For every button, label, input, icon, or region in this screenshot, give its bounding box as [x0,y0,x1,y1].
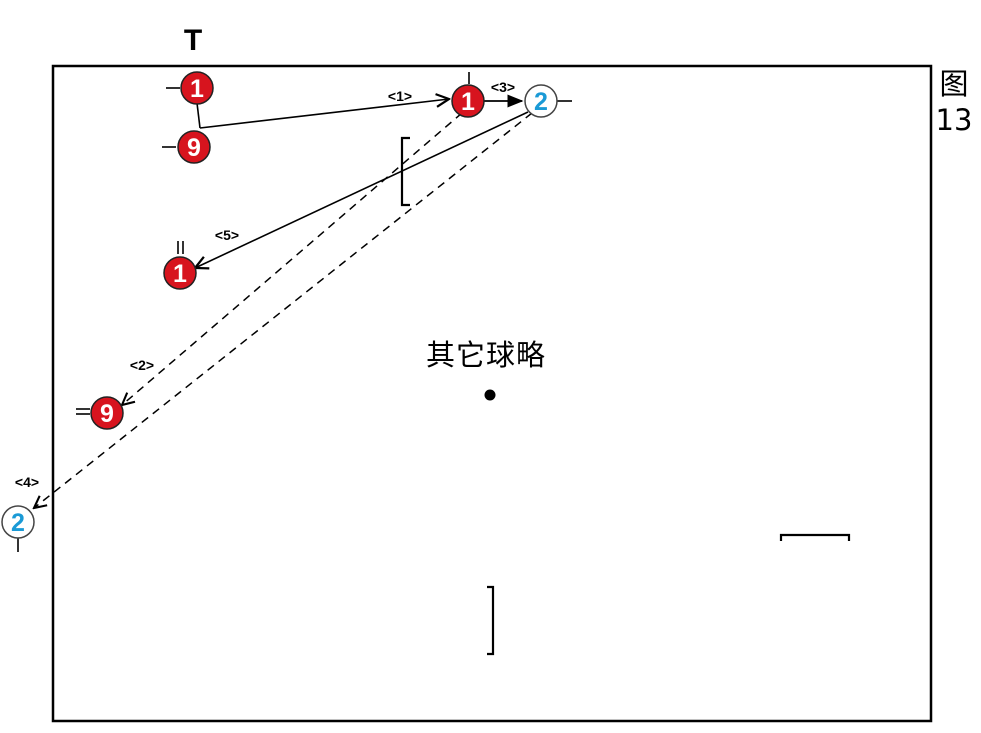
step-label-4: <4> [15,474,39,490]
run-line-step-4 [34,112,533,508]
player-1-end: 1 [163,256,197,290]
top-marker-t: T [184,24,202,57]
player-9-end: 9 [90,396,124,430]
player-9-start: 9 [177,130,211,164]
player-1-start: 1 [180,71,214,105]
player-2-start: 2 [524,84,558,118]
figure-number: 图 13 [934,66,974,138]
step-label-2: <2> [130,357,154,373]
player-1-forward: 1 [451,84,485,118]
svg-text:1: 1 [461,88,475,116]
left-bracket [400,136,410,207]
center-spot [484,389,496,401]
figure-label-number: 13 [935,103,973,137]
field-border [51,64,933,723]
svg-text:1: 1 [173,260,187,288]
svg-text:2: 2 [534,88,548,116]
svg-text:9: 9 [100,400,114,428]
step-label-3: <3> [491,79,515,95]
bottom-bracket [487,585,495,656]
pass-line-step-1 [199,99,449,129]
svg-text:1: 1 [190,75,204,103]
link-1-9 [196,102,201,129]
step-label-5: <5> [215,227,239,243]
right-goal-bracket [779,533,851,541]
svg-text:9: 9 [187,134,201,162]
note-other-balls-omitted: 其它球略 [426,338,547,372]
figure-label-char: 图 [939,67,969,101]
run-line-step-2 [122,112,463,405]
player-2-end: 2 [1,505,35,539]
pass-line-step-5 [195,111,529,268]
step-label-1: <1> [388,88,412,104]
svg-text:2: 2 [11,509,25,537]
